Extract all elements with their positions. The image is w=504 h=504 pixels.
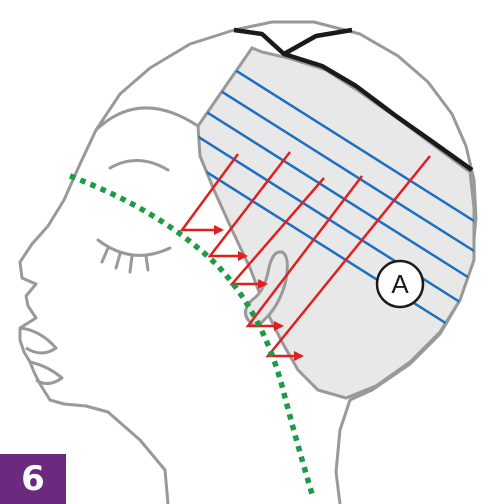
top-parting-line: [282, 27, 353, 56]
facial-features: [19, 326, 64, 385]
section-a-label: A: [391, 269, 409, 299]
closed-eye-icon: [96, 158, 172, 274]
green-guide-line: [69, 173, 315, 495]
step-number-badge: 6: [0, 454, 66, 504]
section-a-marker: [375, 259, 425, 309]
face-contour: [94, 106, 199, 132]
crown-parting-line: [233, 27, 474, 172]
direction-arrows: [179, 151, 431, 361]
